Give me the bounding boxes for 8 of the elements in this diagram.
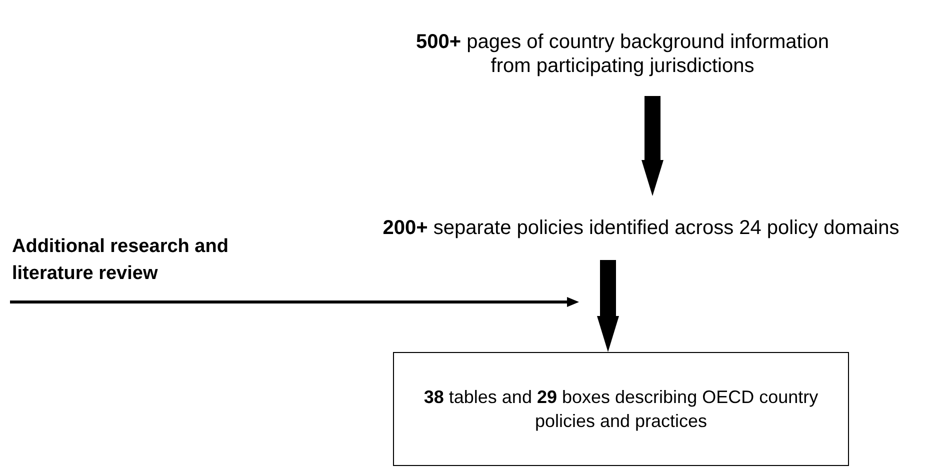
output-box (393, 352, 849, 466)
node-text: Additional research and literature review (12, 235, 230, 286)
arrow (642, 96, 664, 196)
arrow (597, 260, 619, 352)
arrow (10, 297, 579, 307)
node-text: 200+ separate policies identified across 24 policy domains (382, 216, 900, 240)
node-text: 38 tables and 29 boxes describing OECD country policies and practices (422, 386, 820, 433)
node-text: 500+ pages of country background information from participating jurisdictions (414, 30, 830, 78)
